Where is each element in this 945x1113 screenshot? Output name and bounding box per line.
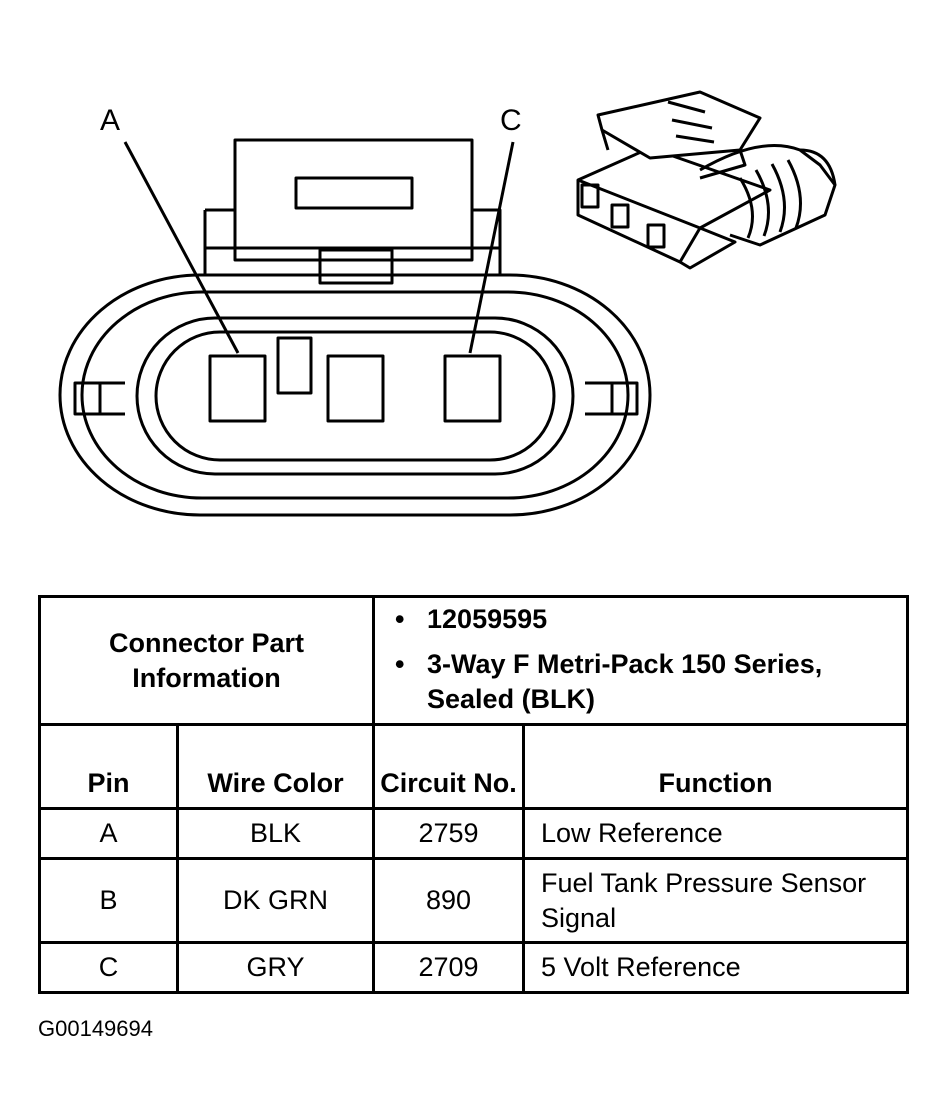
cavity-b xyxy=(326,354,385,423)
pin-label-c: C xyxy=(500,104,522,137)
cavity-c xyxy=(443,354,502,423)
table-row: A BLK 2759 Low Reference xyxy=(38,807,910,860)
connector-info-table: Connector Part Information •12059595 •3-… xyxy=(37,595,910,994)
col-header-pin: Pin xyxy=(38,723,179,810)
latch-slot xyxy=(294,176,414,210)
col-header-wire-color: Wire Color xyxy=(175,723,376,810)
pin-cell: B xyxy=(38,857,179,944)
table-row: C GRY 2709 5 Volt Reference xyxy=(38,941,910,994)
function-cell: Fuel Tank Pressure Sensor Signal xyxy=(522,857,910,944)
connector-3d-illustration xyxy=(576,90,837,270)
pin-cell: C xyxy=(38,941,179,994)
column-header-row: Pin Wire Color Circuit No. Function xyxy=(38,723,910,810)
pin-cell: A xyxy=(38,807,179,860)
col-header-circuit: Circuit No. xyxy=(372,723,526,810)
connector-body xyxy=(58,273,652,517)
part-info-cell: •12059595 •3-Way F Metri-Pack 150 Series… xyxy=(372,595,910,726)
part-number: •12059595 xyxy=(395,604,548,634)
connector-diagram: A C xyxy=(58,90,837,517)
function-cell: Low Reference xyxy=(522,807,910,860)
wire-color-cell: BLK xyxy=(175,807,376,860)
col-header-function: Function xyxy=(522,723,910,810)
pin-label-a: A xyxy=(100,104,120,137)
table-row: B DK GRN 890 Fuel Tank Pressure Sensor S… xyxy=(38,857,910,944)
leader-line-c xyxy=(468,141,515,354)
latch-housing xyxy=(233,138,474,262)
function-cell: 5 Volt Reference xyxy=(522,941,910,994)
part-info-row: Connector Part Information •12059595 •3-… xyxy=(37,595,910,726)
wire-color-cell: DK GRN xyxy=(175,857,376,944)
circuit-cell: 890 xyxy=(372,857,526,944)
part-header: Connector Part Information xyxy=(37,595,376,726)
circuit-cell: 2759 xyxy=(372,807,526,860)
figure-id: G00149694 xyxy=(38,1016,153,1041)
circuit-cell: 2709 xyxy=(372,941,526,994)
wire-color-cell: GRY xyxy=(175,941,376,994)
cavity-a xyxy=(208,354,267,423)
leader-line-a xyxy=(123,141,240,354)
part-description: •3-Way F Metri-Pack 150 Series, Sealed (… xyxy=(395,649,823,714)
polarization-key xyxy=(276,336,313,395)
